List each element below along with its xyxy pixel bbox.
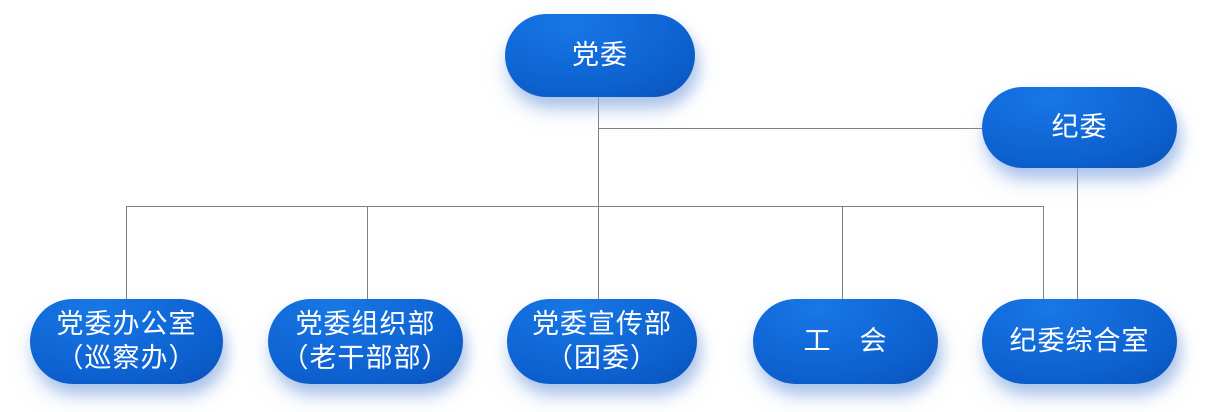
node-dangwei-bangongshi-label: 党委办公室 （巡察办） [56, 308, 197, 373]
node-gonghui: 工 会 [753, 299, 938, 384]
connector-dangwei-to-jiwei [598, 128, 982, 129]
connector-drop-zongheshi [1043, 206, 1044, 299]
node-dangwei-xuanchuanbu: 党委宣传部 （团委） [507, 299, 697, 384]
node-jiwei-label: 纪委 [1051, 111, 1108, 142]
connector-dangwei-vertical [598, 97, 599, 299]
node-jiwei-zongheshi-label: 纪委综合室 [1009, 325, 1150, 356]
node-dangwei-zuzhibu-label: 党委组织部 （老干部部） [281, 308, 450, 373]
connector-drop-bangongshi [126, 206, 127, 299]
connector-drop-zuzhibu [367, 206, 368, 299]
connector-children-rail [126, 206, 1044, 207]
node-dangwei: 党委 [505, 14, 695, 97]
connector-drop-gonghui [842, 206, 843, 299]
node-dangwei-label: 党委 [572, 39, 628, 70]
node-dangwei-xuanchuanbu-label: 党委宣传部 （团委） [532, 308, 672, 373]
connector-jiwei-vertical [1077, 168, 1078, 299]
node-jiwei-zongheshi: 纪委综合室 [982, 299, 1177, 384]
node-dangwei-bangongshi: 党委办公室 （巡察办） [30, 299, 223, 384]
node-jiwei: 纪委 [982, 87, 1177, 168]
node-dangwei-zuzhibu: 党委组织部 （老干部部） [268, 299, 463, 384]
node-gonghui-label: 工 会 [803, 325, 888, 356]
